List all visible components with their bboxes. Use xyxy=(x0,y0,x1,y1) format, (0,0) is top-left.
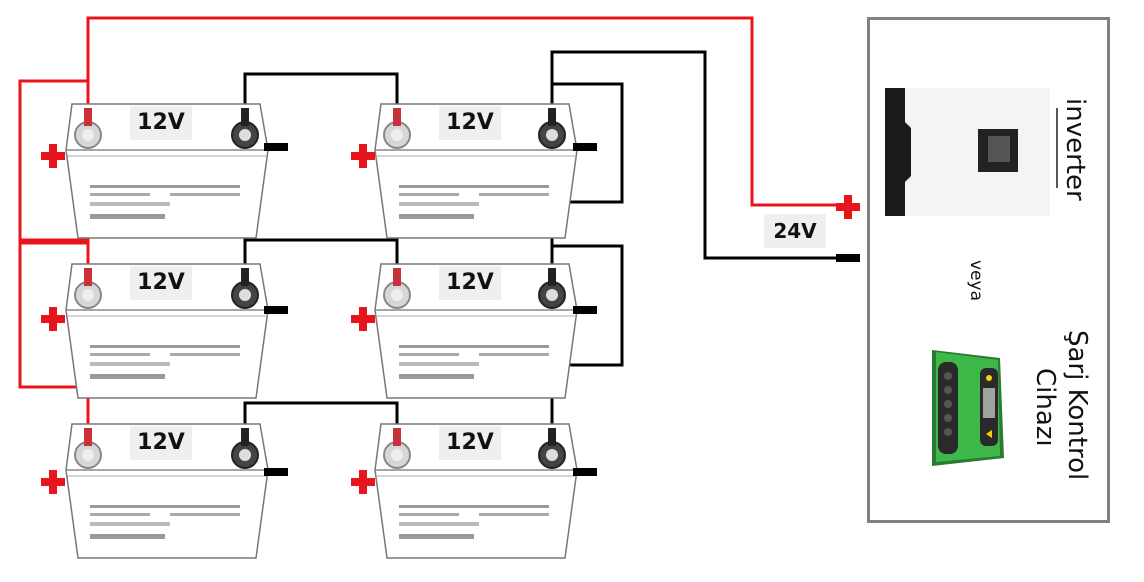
positive-terminal-icon xyxy=(41,470,65,494)
output-negative-icon xyxy=(836,254,860,262)
battery-row1-left: 12V xyxy=(60,90,270,250)
battery-body-icon xyxy=(65,423,269,559)
positive-terminal-icon xyxy=(41,307,65,331)
battery-body-icon xyxy=(65,263,269,399)
battery-body-icon xyxy=(374,263,578,399)
system-voltage-label: 24V xyxy=(764,214,826,248)
device-panel: inverter veya Şarj Kontrol Cihazı xyxy=(867,17,1110,523)
negative-terminal-icon xyxy=(573,468,597,476)
negative-terminal-icon xyxy=(264,306,288,314)
positive-output-wire xyxy=(86,16,840,207)
battery-body-icon xyxy=(65,103,269,239)
battery-voltage-label: 12V xyxy=(439,106,501,140)
battery-row3-right: 12V xyxy=(369,410,579,570)
positive-terminal-icon xyxy=(351,144,375,168)
battery-voltage-label: 12V xyxy=(130,426,192,460)
output-positive-icon xyxy=(836,195,860,219)
battery-voltage-label: 12V xyxy=(439,426,501,460)
battery-body-icon xyxy=(374,103,578,239)
battery-row2-right: 12V xyxy=(369,250,579,410)
battery-row3-left: 12V xyxy=(60,410,270,570)
negative-terminal-icon xyxy=(264,468,288,476)
battery-row1-right: 12V xyxy=(369,90,579,250)
series-bridge-row1 xyxy=(243,72,399,112)
inverter-icon xyxy=(885,88,1058,216)
battery-voltage-label: 12V xyxy=(439,266,501,300)
battery-voltage-label: 12V xyxy=(130,266,192,300)
battery-voltage-label: 12V xyxy=(130,106,192,140)
charge-controller-label-line2: Cihazı xyxy=(1030,368,1060,447)
charge-controller-icon xyxy=(932,350,1004,466)
negative-terminal-icon xyxy=(573,306,597,314)
series-bridge-row3 xyxy=(243,401,399,432)
negative-output-wire xyxy=(550,50,840,260)
positive-terminal-icon xyxy=(41,144,65,168)
positive-parallel-wire-top xyxy=(18,79,90,272)
battery-row2-left: 12V xyxy=(60,250,270,410)
positive-terminal-icon xyxy=(351,307,375,331)
positive-terminal-icon xyxy=(351,470,375,494)
negative-terminal-icon xyxy=(573,143,597,151)
charge-controller-label-line1: Şarj Kontrol xyxy=(1062,330,1092,481)
battery-body-icon xyxy=(374,423,578,559)
series-bridge-row2 xyxy=(243,238,399,272)
negative-terminal-icon xyxy=(264,143,288,151)
or-label: veya xyxy=(966,260,986,301)
positive-parallel-wire-lower xyxy=(18,241,90,432)
inverter-label: inverter xyxy=(1060,98,1090,201)
